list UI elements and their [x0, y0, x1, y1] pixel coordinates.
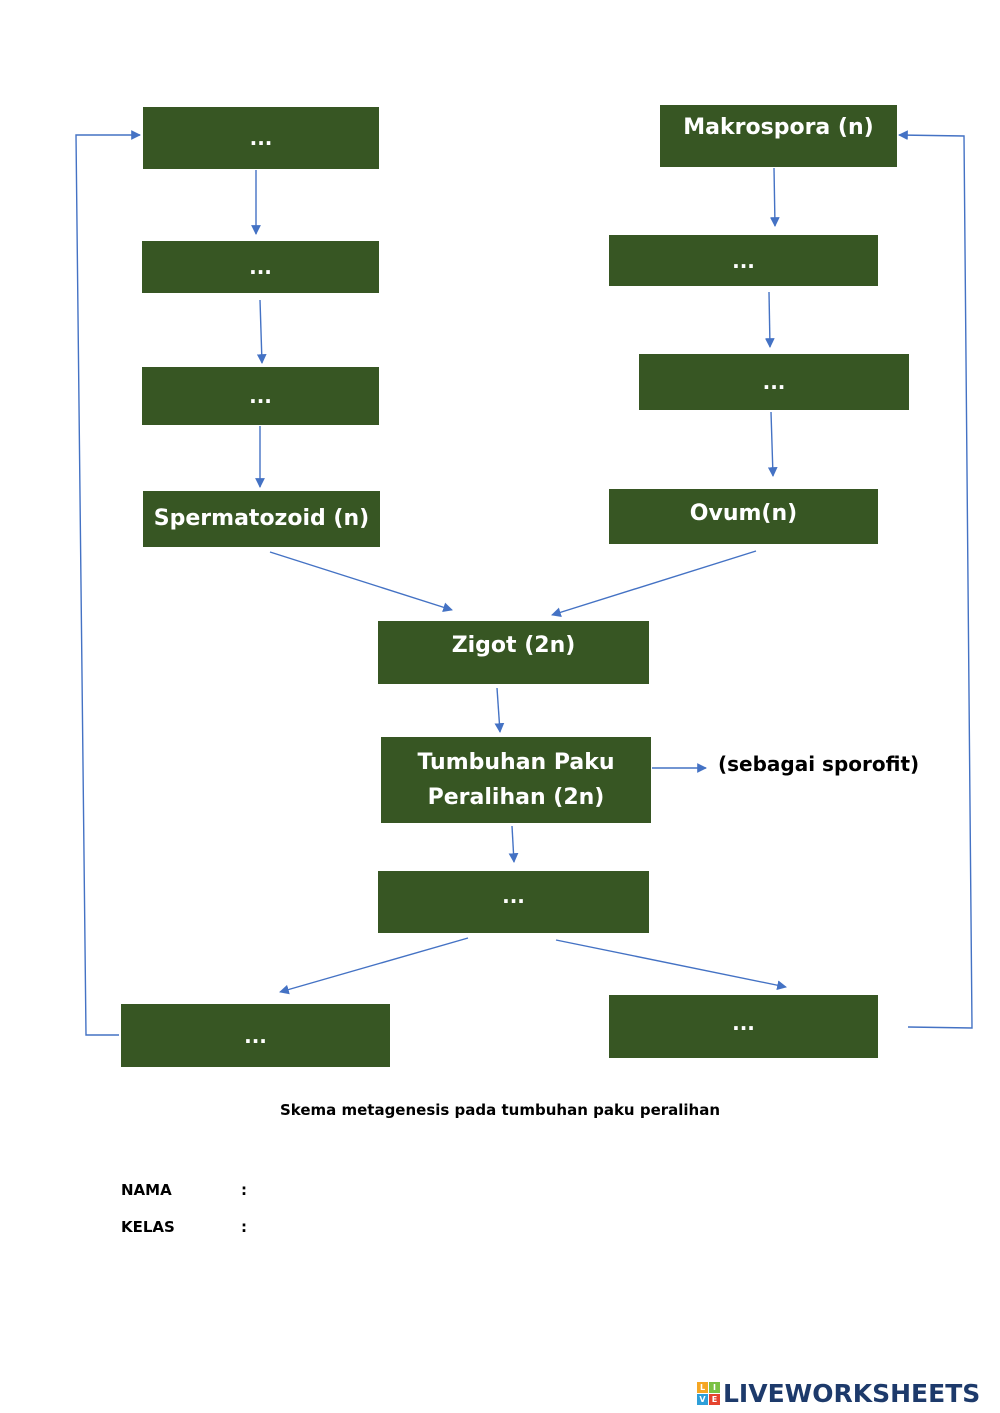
makrospora-box: Makrospora (n)	[660, 105, 897, 167]
ovum-box: Ovum(n)	[609, 489, 878, 544]
male-stage-1-label: ...	[249, 126, 273, 150]
spore-stage-box: ...	[378, 871, 649, 933]
tumbuhan-label-line1: Tumbuhan Paku	[417, 749, 615, 775]
kelas-label: KELAS	[121, 1218, 175, 1236]
arrow-spermatozoid-to-zigot	[269, 551, 453, 612]
arrow-right-loop	[898, 130, 973, 1029]
logo-letter-l: L	[697, 1381, 708, 1393]
arrow-female2-to-female3	[764, 291, 775, 348]
arrow-makrospora-to-female2	[769, 167, 780, 227]
spermatozoid-label: Spermatozoid (n)	[153, 506, 370, 532]
nama-label: NAMA	[121, 1181, 172, 1199]
arrow-zigot-to-tumbuhan	[494, 687, 505, 733]
tumbuhan-label-line2: Peralihan (2n)	[427, 785, 605, 810]
nama-colon: :	[241, 1181, 247, 1199]
tumbuhan-paku-box: Tumbuhan Paku Peralihan (2n)	[381, 737, 651, 823]
female-stage-3-box: ...	[639, 354, 909, 410]
arrow-male2-to-male3	[256, 299, 267, 364]
arrow-female3-to-ovum	[767, 411, 778, 477]
right-bottom-label: ...	[732, 1010, 755, 1035]
arrow-tumbuhan-to-spore	[508, 825, 519, 863]
arrow-spore-to-left	[279, 937, 469, 995]
spore-stage-label: ...	[502, 884, 525, 908]
male-stage-2-label: ...	[249, 255, 272, 279]
logo-letter-v: V	[697, 1393, 708, 1405]
sporofit-note: (sebagai sporofit)	[718, 752, 920, 776]
arrow-ovum-to-zigot	[551, 550, 757, 618]
female-stage-3-label: ...	[762, 370, 786, 394]
male-stage-3-label: ...	[249, 384, 272, 408]
arrow-left-loop	[75, 130, 141, 1036]
male-stage-3-box: ...	[142, 367, 379, 425]
male-stage-2-box: ...	[142, 241, 379, 293]
makrospora-label: Makrospora (n)	[683, 115, 874, 141]
logo-wordmark: LIVEWORKSHEETS	[723, 1378, 981, 1408]
spermatozoid-box: Spermatozoid (n)	[143, 491, 380, 547]
zigot-label: Zigot (2n)	[451, 632, 576, 658]
ovum-label: Ovum(n)	[689, 500, 798, 526]
liveworksheets-logo-icon: L I V E	[697, 1381, 720, 1405]
liveworksheets-logo: L I V E LIVEWORKSHEETS	[697, 1376, 980, 1410]
logo-letter-e: E	[709, 1393, 720, 1405]
male-stage-1-box: ...	[143, 107, 379, 169]
left-bottom-box: ...	[121, 1004, 390, 1067]
arrow-spore-to-right	[555, 939, 787, 991]
female-stage-2-box: ...	[609, 235, 878, 286]
logo-letter-i: I	[709, 1381, 720, 1393]
kelas-colon: :	[241, 1218, 247, 1236]
diagram-caption: Skema metagenesis pada tumbuhan paku per…	[279, 1101, 721, 1119]
right-bottom-box: ...	[609, 995, 878, 1058]
female-stage-2-label: ...	[732, 248, 755, 273]
zigot-box: Zigot (2n)	[378, 621, 649, 684]
left-bottom-label: ...	[244, 1023, 267, 1048]
